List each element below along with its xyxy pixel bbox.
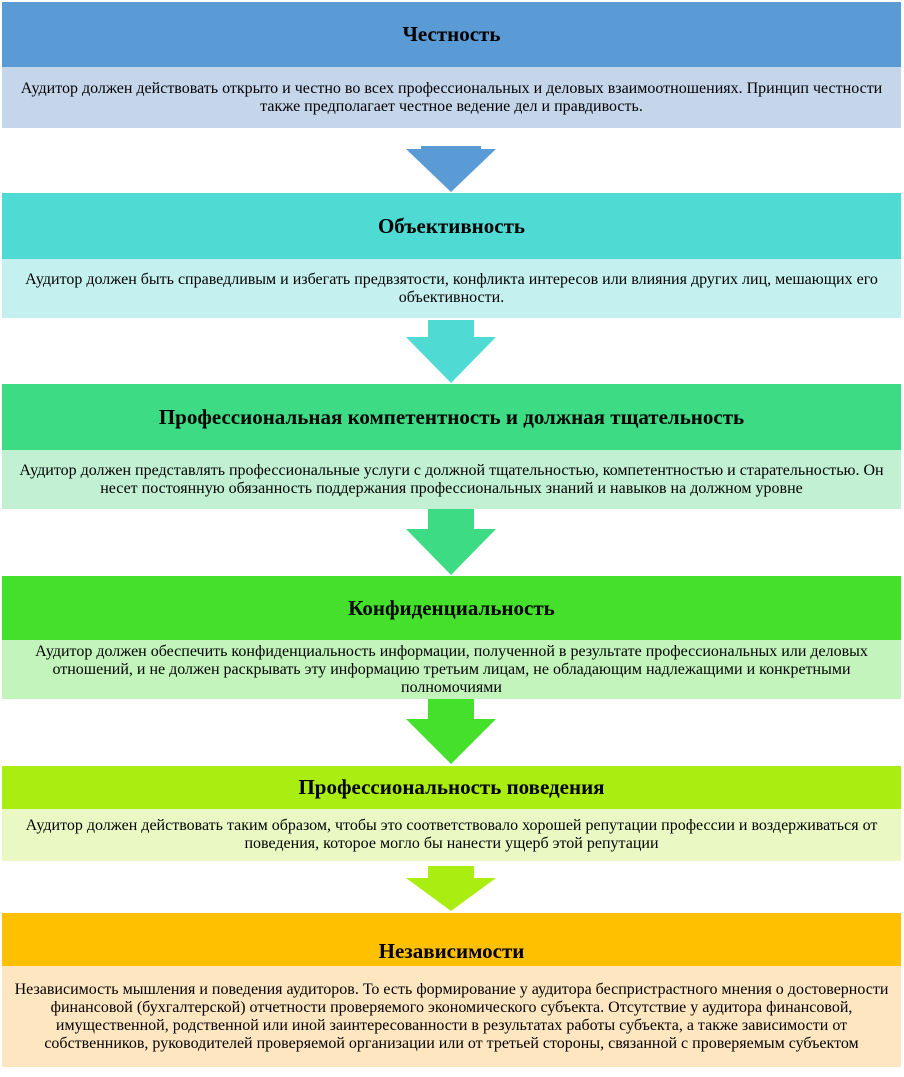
block-title-professional-behavior: Профессиональность поведения (298, 775, 605, 799)
down-arrow-1 (406, 146, 496, 192)
down-arrow-5 (406, 866, 496, 911)
block-header-objectivity: Объективность (2, 193, 901, 259)
block-text-objectivity: Аудитор должен быть справедливым и избег… (25, 270, 878, 306)
block-header-professional-behavior: Профессиональность поведения (2, 766, 901, 809)
down-arrow-4 (406, 699, 496, 764)
down-arrow-shape-2 (406, 320, 496, 383)
block-body-professional-behavior: Аудитор должен действовать таким образом… (2, 809, 901, 861)
down-arrow-shape-1 (406, 146, 496, 192)
block-title-objectivity: Объективность (377, 213, 526, 238)
block-header-independence: Независимости (2, 913, 901, 966)
down-arrow-2 (406, 320, 496, 383)
block-text-competence: Аудитор должен представлять профессионал… (19, 461, 884, 497)
block-text-honesty: Аудитор должен действовать открыто и чес… (20, 79, 883, 115)
block-text-confidentiality: Аудитор должен обеспечить конфиденциальн… (35, 642, 868, 696)
block-title-confidentiality: Конфиденциальность (348, 595, 555, 620)
down-arrow-shape-5 (406, 866, 496, 911)
block-title-competence: Профессиональная компетентность и должна… (158, 404, 745, 429)
block-body-confidentiality: Аудитор должен обеспечить конфиденциальн… (2, 640, 901, 699)
block-text-professional-behavior: Аудитор должен действовать таким образом… (25, 817, 878, 852)
block-header-competence: Профессиональная компетентность и должна… (2, 384, 901, 450)
down-arrow-3 (406, 509, 496, 575)
block-header-honesty: Честность (2, 2, 901, 67)
block-body-honesty: Аудитор должен действовать открыто и чес… (2, 67, 901, 128)
block-body-objectivity: Аудитор должен быть справедливым и избег… (2, 259, 901, 318)
down-arrow-shape-3 (406, 509, 496, 575)
block-title-honesty: Честность (402, 22, 501, 46)
block-body-competence: Аудитор должен представлять профессионал… (2, 450, 901, 509)
down-arrow-shape-4 (406, 699, 496, 764)
block-header-confidentiality: Конфиденциальность (2, 576, 901, 640)
block-title-independence: Независимости (378, 939, 525, 963)
block-body-independence: Независимость мышления и поведения аудит… (2, 966, 901, 1067)
block-text-independence: Независимость мышления и поведения аудит… (14, 980, 889, 1052)
